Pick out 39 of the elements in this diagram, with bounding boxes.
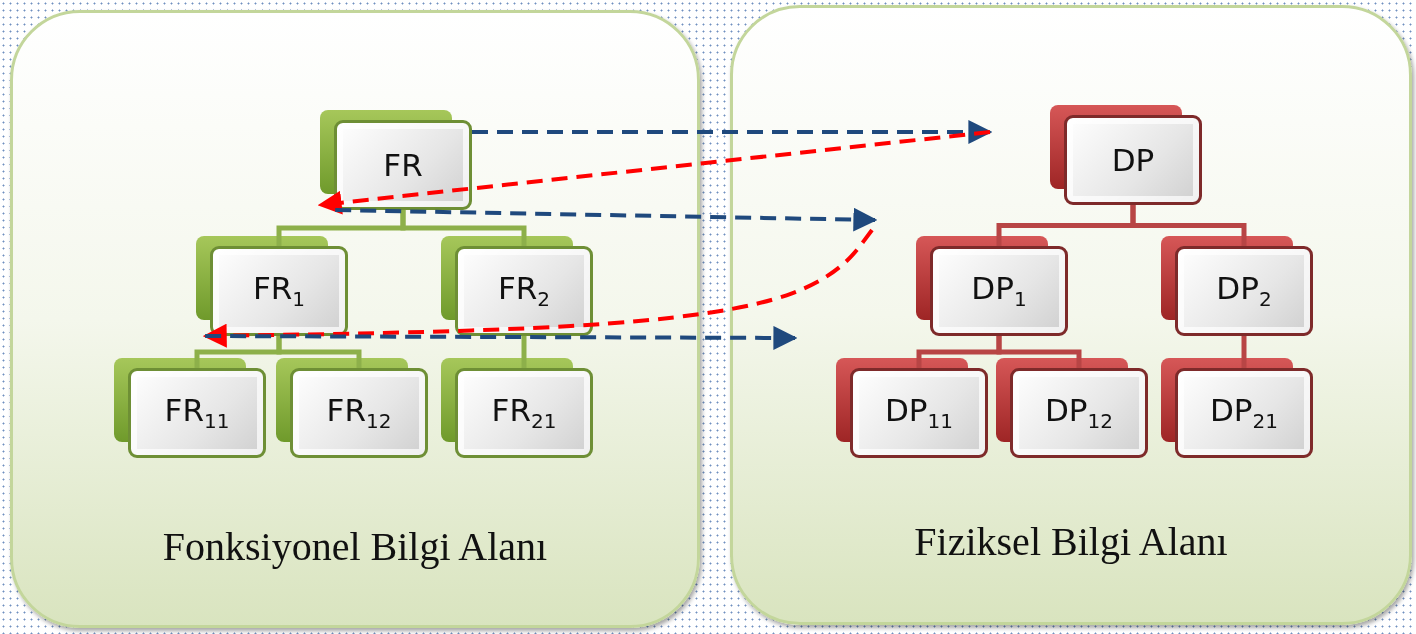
stacked-box bbox=[276, 358, 428, 458]
stacked-box bbox=[836, 358, 988, 458]
box-label: DP$_{11}$ bbox=[885, 392, 953, 434]
tree-connector bbox=[1130, 205, 1247, 246]
stacked-box bbox=[916, 236, 1068, 336]
dashed-arrow bbox=[202, 228, 874, 348]
tree-connector bbox=[276, 336, 362, 368]
stacked-box bbox=[1050, 105, 1202, 205]
box-label: FR$_{2}$ bbox=[497, 270, 551, 312]
box-label: DP$_{1}$ bbox=[971, 270, 1027, 312]
dashed-arrow bbox=[472, 120, 993, 144]
dashed-arrow bbox=[317, 130, 991, 215]
box-label: DP bbox=[1111, 142, 1155, 178]
panel-heading: Fiziksel Bilgi Alanı bbox=[913, 518, 1229, 565]
box-label: DP$_{12}$ bbox=[1045, 392, 1113, 434]
box-label: FR$_{11}$ bbox=[164, 392, 230, 434]
stacked-box bbox=[441, 358, 593, 458]
dashed-arrow bbox=[205, 325, 798, 350]
stacked-box bbox=[196, 236, 348, 336]
box-label: DP$_{21}$ bbox=[1210, 392, 1278, 434]
stacked-box bbox=[996, 358, 1148, 458]
box-label: FR bbox=[383, 147, 423, 183]
tree-connector bbox=[996, 336, 1082, 368]
panel-heading: Fonksiyonel Bilgi Alanı bbox=[161, 523, 549, 570]
dashed-arrow bbox=[335, 207, 878, 232]
stacked-box bbox=[114, 358, 266, 458]
panel bbox=[730, 5, 1412, 625]
tree-connector bbox=[1241, 336, 1247, 368]
box-label: FR$_{12}$ bbox=[326, 392, 392, 434]
tree-connector bbox=[521, 336, 527, 368]
box-label: FR$_{1}$ bbox=[252, 270, 306, 312]
stacked-box bbox=[1161, 236, 1313, 336]
stacked-box bbox=[441, 236, 593, 336]
stacked-box bbox=[320, 110, 472, 210]
stacked-box bbox=[1161, 358, 1313, 458]
tree-connector bbox=[400, 210, 527, 246]
box-label: FR$_{21}$ bbox=[491, 392, 557, 434]
panel bbox=[10, 10, 700, 628]
box-label: DP$_{2}$ bbox=[1216, 270, 1272, 312]
